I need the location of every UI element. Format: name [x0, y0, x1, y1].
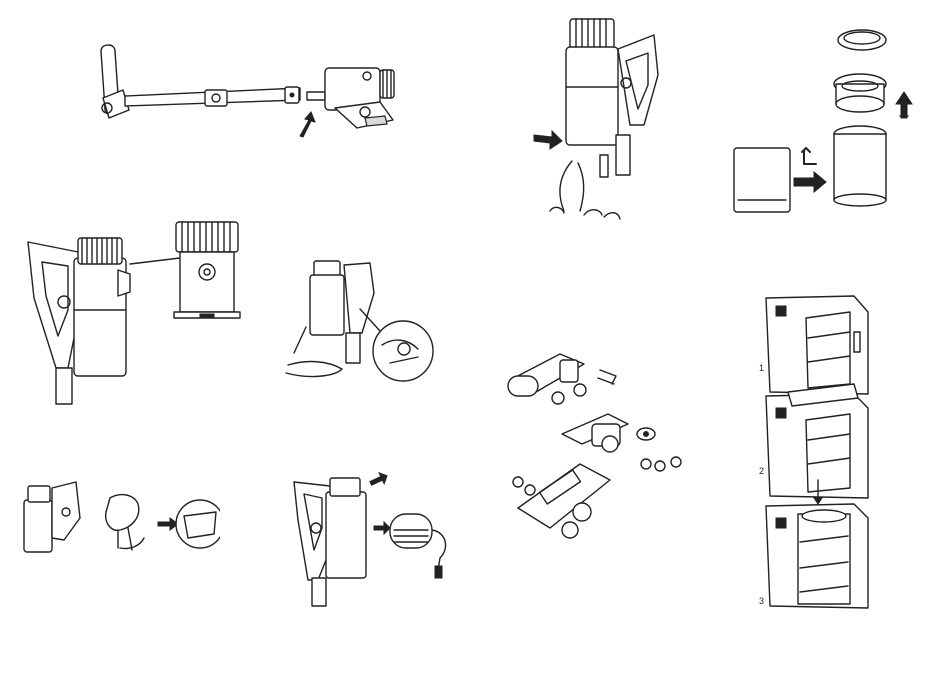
step-number-3: 3	[759, 596, 764, 606]
figure-motor-detach	[290, 470, 460, 610]
figure-brush-head	[500, 340, 700, 550]
step-number-2: 2	[759, 466, 764, 476]
figure-empty-bin	[530, 15, 670, 230]
figure-steps-panel	[758, 292, 878, 612]
figure-assembly-tube	[95, 40, 400, 140]
figure-filter-disassembly	[728, 20, 928, 220]
figure-filter-removal	[20, 478, 220, 568]
figure-release-latch	[278, 253, 443, 398]
step-number-1: 1	[759, 363, 764, 373]
figure-body-detail	[20, 218, 250, 413]
